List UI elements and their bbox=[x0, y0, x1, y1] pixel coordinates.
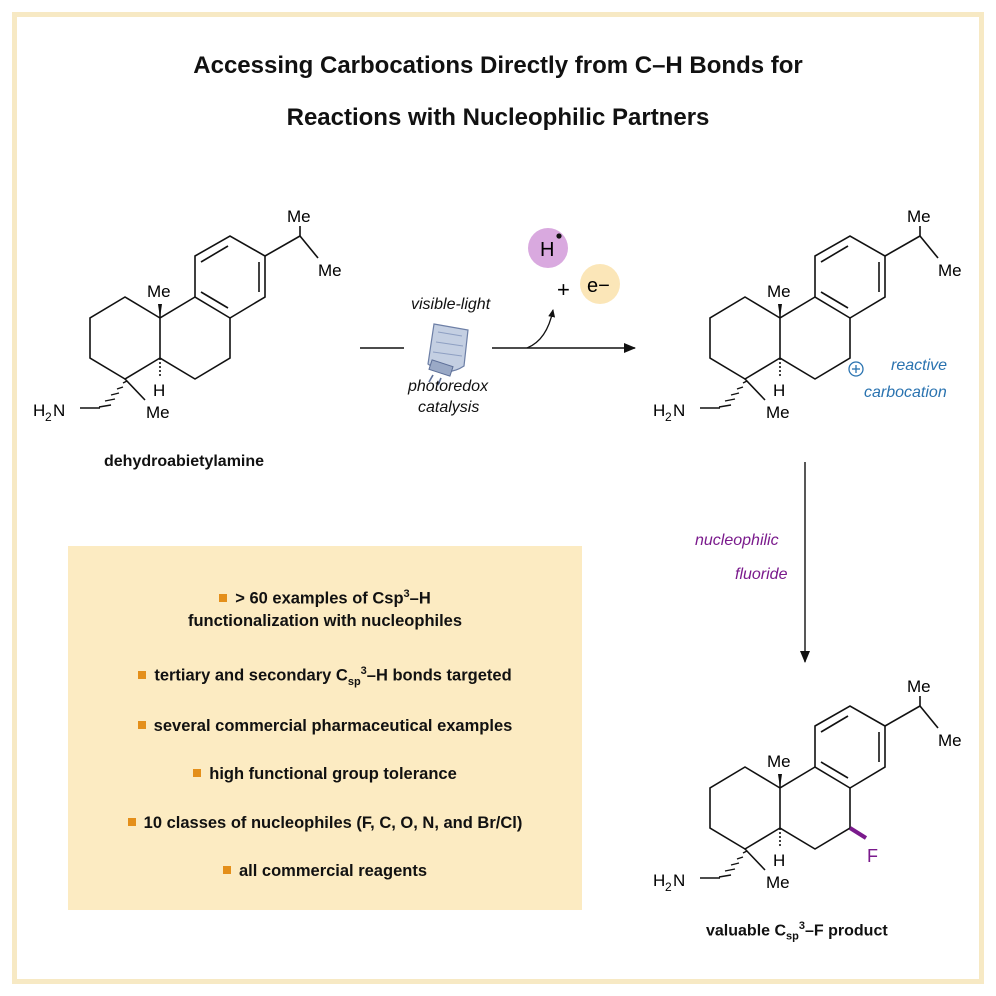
bullet-icon bbox=[193, 769, 202, 777]
amine-subscript-2-b: 2 bbox=[665, 410, 672, 424]
isopropyl-me-top-3: Me bbox=[907, 677, 931, 696]
bullet-icon bbox=[127, 818, 136, 826]
molecule-fluorinated-product: Me Me Me H Me H 2 N F bbox=[653, 677, 962, 894]
isopropyl-me-bottom-3: Me bbox=[938, 731, 962, 750]
amine-n-3: N bbox=[673, 871, 685, 890]
title-line-2: Reactions with Nucleophilic Partners bbox=[286, 104, 710, 131]
c4-me-2: Me bbox=[766, 403, 790, 422]
angular-me-2: Me bbox=[767, 282, 791, 301]
feature-item-5: 10 classes of nucleophiles (F, C, O, N, … bbox=[68, 814, 582, 833]
feature-item-4: high functional group tolerance bbox=[68, 765, 582, 784]
c5-h-2: H bbox=[773, 381, 785, 400]
light-bulb-icon bbox=[404, 318, 492, 386]
feature-item-1-line-2: functionalization with nucleophiles bbox=[187, 612, 463, 630]
amine-subscript-2: 2 bbox=[45, 410, 52, 424]
condition-photoredox: photoredox bbox=[408, 378, 489, 395]
features-panel: > 60 examples of Csp3–H functionalizatio… bbox=[68, 546, 582, 910]
bullet-icon bbox=[138, 670, 147, 679]
label-starting-material: dehydroabietylamine bbox=[104, 453, 265, 470]
label-fluoride: fluoride bbox=[735, 566, 788, 583]
electron-text: e− bbox=[587, 275, 610, 297]
ring-skeleton-3 bbox=[700, 696, 939, 879]
ring-skeleton-2 bbox=[700, 226, 939, 409]
label-product: valuable Csp3–F product bbox=[706, 920, 888, 943]
title-line-1: Accessing Carbocations Directly from C–H… bbox=[193, 52, 803, 79]
condition-catalysis: catalysis bbox=[418, 399, 480, 416]
amine-h: H bbox=[33, 401, 45, 420]
label-carbocation: carbocation bbox=[864, 384, 947, 401]
amine-h-2: H bbox=[653, 401, 665, 420]
c5-h-3: H bbox=[773, 851, 785, 870]
molecule-carbocation: Me Me Me H Me H 2 N bbox=[653, 207, 962, 424]
h-radical-text: H bbox=[540, 239, 554, 261]
hashed-bond bbox=[98, 380, 128, 408]
wedge-bond bbox=[158, 304, 162, 318]
angular-me-3: Me bbox=[767, 752, 791, 771]
c4-me: Me bbox=[146, 403, 170, 422]
radical-dot-icon bbox=[556, 233, 562, 239]
isopropyl-me-top-2: Me bbox=[907, 207, 931, 226]
ring-skeleton bbox=[80, 226, 319, 409]
angular-me: Me bbox=[147, 282, 171, 301]
bullet-icon bbox=[137, 721, 146, 729]
condition-visible-light: visible-light bbox=[411, 296, 491, 313]
byproduct-curved-arrow bbox=[526, 309, 556, 349]
bullet-icon bbox=[219, 593, 228, 602]
cation-charge-icon bbox=[848, 361, 864, 377]
feature-item-6: all commercial reagents bbox=[68, 862, 582, 881]
fluorine-atom: F bbox=[867, 846, 878, 866]
feature-item-1: > 60 examples of Csp3–H bbox=[68, 588, 582, 609]
plus-sign: + bbox=[557, 277, 570, 302]
label-reactive: reactive bbox=[891, 357, 948, 374]
amine-n: N bbox=[53, 401, 65, 420]
molecule-dehydroabietylamine: Me Me Me H Me H 2 N bbox=[33, 207, 342, 424]
isopropyl-me-top: Me bbox=[287, 207, 311, 226]
isopropyl-me-bottom-2: Me bbox=[938, 261, 962, 280]
amine-h-3: H bbox=[653, 871, 665, 890]
feature-item-3: several commercial pharmaceutical exampl… bbox=[68, 717, 582, 736]
electron-circle bbox=[580, 264, 620, 304]
c-f-bond bbox=[848, 826, 868, 840]
amine-subscript-2-c: 2 bbox=[665, 880, 672, 894]
bullet-icon bbox=[222, 866, 231, 874]
amine-n-2: N bbox=[673, 401, 685, 420]
label-nucleophilic: nucleophilic bbox=[695, 532, 779, 549]
c4-me-3: Me bbox=[766, 873, 790, 892]
feature-item-2: tertiary and secondary Csp3–H bonds targ… bbox=[68, 665, 582, 688]
c5-h: H bbox=[153, 381, 165, 400]
isopropyl-me-bottom: Me bbox=[318, 261, 342, 280]
